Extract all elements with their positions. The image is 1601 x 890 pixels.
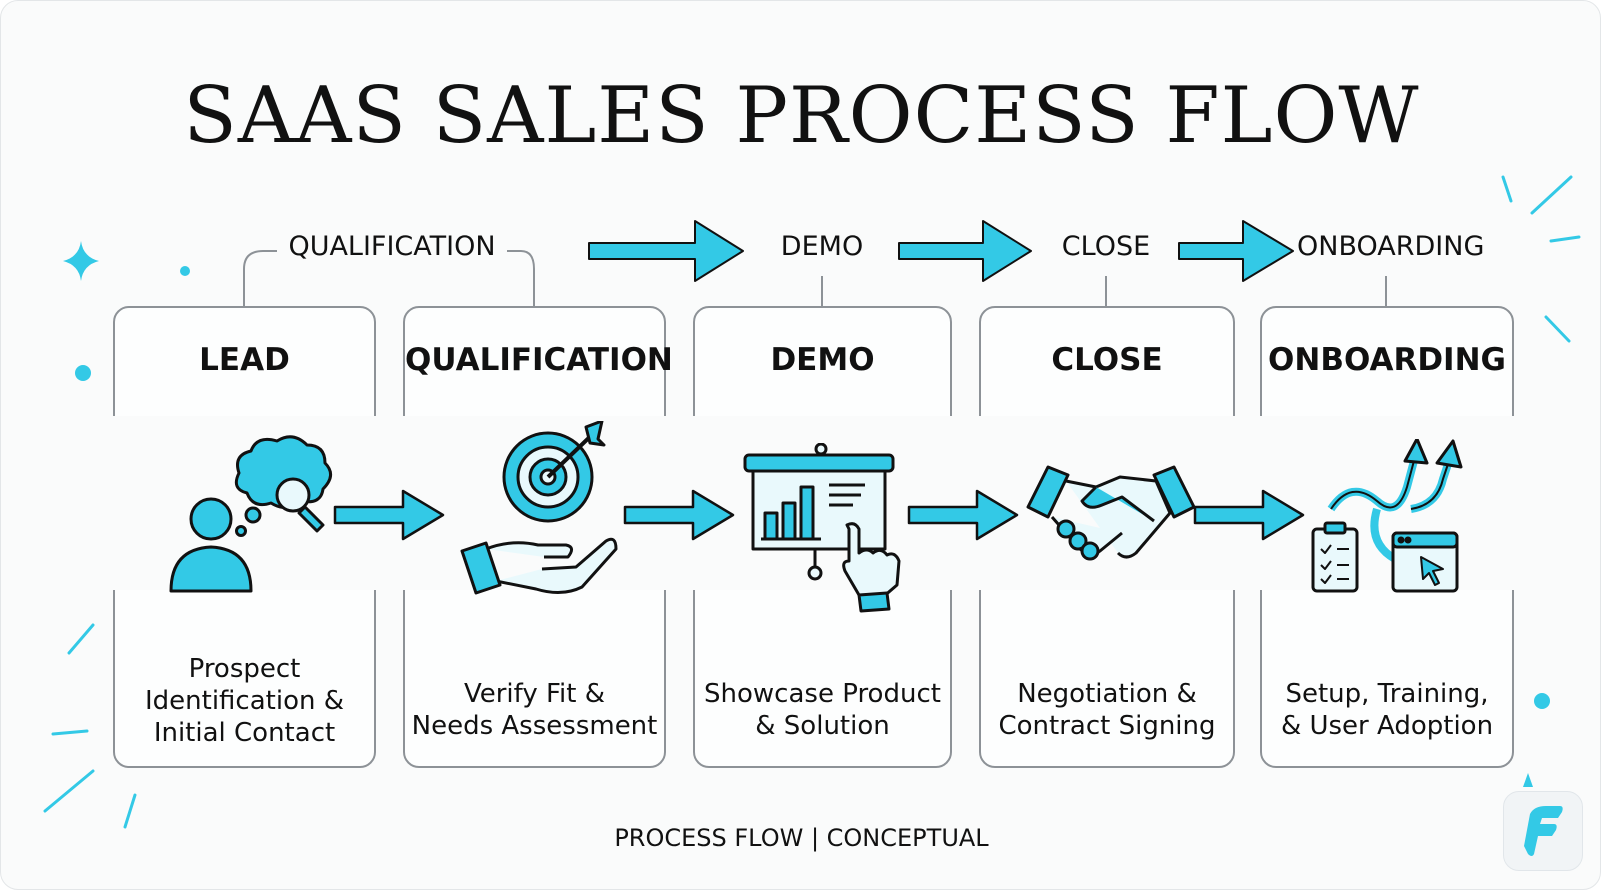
stage-card-lead: LEAD Prospect Identification & Initial C… xyxy=(111,306,378,768)
card-description: Prospect Identification & Initial Contac… xyxy=(144,654,344,748)
card-title: DEMO xyxy=(770,342,875,378)
flow-arrow-2 xyxy=(623,489,735,541)
stage-card-onboarding: ONBOARDING Setup, Training, & User Adopt… xyxy=(1258,306,1516,768)
card-title: QUALIFICATION xyxy=(405,342,673,378)
flow-arrow-3 xyxy=(907,489,1019,541)
card-description: Showcase Product & Solution xyxy=(704,679,941,741)
footer-caption: PROCESS FLOW | CONCEPTUAL xyxy=(614,824,989,852)
card-title: ONBOARDING xyxy=(1268,342,1506,378)
handshake-icon xyxy=(1026,465,1196,561)
stage-label-onboarding: ONBOARDING xyxy=(1297,231,1485,262)
stage-connectors xyxy=(243,250,1387,306)
stage-label-qualification: QUALIFICATION xyxy=(288,231,496,262)
flow-arrow-1 xyxy=(333,489,445,541)
card-title: LEAD xyxy=(199,342,290,378)
dot-decoration xyxy=(1534,693,1550,709)
presentation-board-pointer-icon xyxy=(743,443,901,613)
stage-label-close: CLOSE xyxy=(1061,231,1151,262)
card-title: CLOSE xyxy=(1051,342,1163,378)
stage-label-demo: DEMO xyxy=(780,231,864,262)
flow-arrow-4 xyxy=(1193,489,1305,541)
page-title: SAAS SALES PROCESS FLOW xyxy=(183,71,1420,161)
header-arrows xyxy=(588,220,1294,282)
logo xyxy=(1503,791,1583,871)
dash-decorations xyxy=(43,175,1581,829)
card-description: Verify Fit & Needs Assessment xyxy=(411,679,658,741)
target-on-hand-icon xyxy=(460,421,618,595)
sparkle-star-icon xyxy=(63,241,99,281)
triangle-decoration xyxy=(1523,773,1533,787)
header-arrow-1 xyxy=(588,220,744,282)
dot-decoration xyxy=(75,365,91,381)
person-thinking-search-icon xyxy=(169,435,332,593)
header-arrow-2 xyxy=(898,220,1032,282)
onboarding-checklist-browser-icon xyxy=(1311,439,1463,593)
header-arrow-3 xyxy=(1178,220,1294,282)
card-description: Setup, Training, & User Adoption xyxy=(1280,679,1494,741)
stage-card-demo: DEMO Showcase Product & Solution xyxy=(691,306,954,768)
brand-logo-icon xyxy=(1524,806,1563,856)
card-description: Negotiation & Contract Signing xyxy=(998,679,1216,741)
dot-decoration xyxy=(180,266,190,276)
